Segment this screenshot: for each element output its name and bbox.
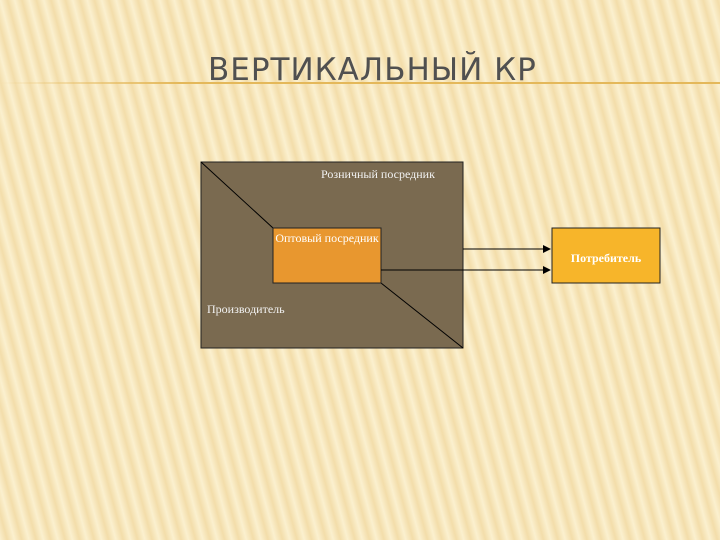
title-underline bbox=[0, 82, 720, 84]
diagonal-divider-lower bbox=[380, 282, 464, 349]
retail-intermediary-label: Розничный посредник bbox=[321, 167, 435, 181]
producer-label: Производитель bbox=[207, 302, 285, 316]
consumer-label: Потребитель bbox=[570, 251, 642, 265]
consumer-box bbox=[551, 227, 661, 284]
diagonal-divider-upper bbox=[200, 161, 274, 229]
wholesale-box bbox=[272, 227, 382, 284]
wholesale-intermediary-label: Оптовый посредник bbox=[275, 231, 379, 245]
